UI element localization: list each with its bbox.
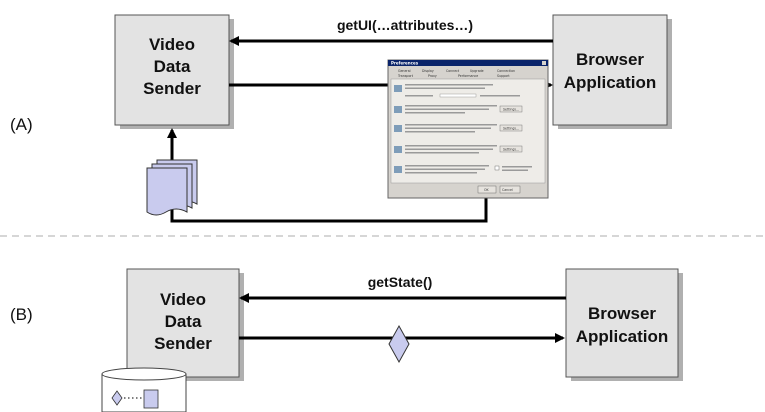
section-a-label: (A) <box>10 115 33 134</box>
dialog-sound-icon <box>394 146 402 153</box>
dialog-checkbox <box>494 165 500 171</box>
dialog-tab-transport: Transport <box>397 74 414 78</box>
dialog-title-bar <box>388 60 548 66</box>
dialog-settings-label-1: Settings... <box>503 108 519 112</box>
dialog-tab-connect: Connect <box>446 69 460 73</box>
dialog-cancel-label: Cancel <box>502 188 513 192</box>
browser-b-line-2: Application <box>576 327 669 346</box>
dialog-tab-display: Display <box>422 69 434 73</box>
document-stack-icon <box>146 159 198 216</box>
getui-arrow-label: getUI(…attributes…) <box>337 17 473 33</box>
dialog-settings-button-2 <box>499 124 523 132</box>
dialog-ok-label: OK <box>484 188 490 192</box>
preferences-dialog: Preferences General Display Connect Upgr… <box>387 59 549 199</box>
dialog-tab-support: Support <box>497 74 510 78</box>
dialog-cancel-button <box>499 185 521 194</box>
dialog-cpu-icon <box>394 85 402 92</box>
dialog-ok-button <box>477 185 497 194</box>
dialog-cpu-slider <box>439 93 477 98</box>
sender-b-line-1: Video <box>160 290 206 309</box>
dialog-video-icon <box>394 166 402 173</box>
video-data-sender-box-a: Video Data Sender <box>114 14 234 129</box>
database-diamond-icon <box>111 390 123 406</box>
dialog-settings-button-3 <box>499 145 523 153</box>
database-cylinder-icon <box>101 367 187 412</box>
sender-b-line-3: Sender <box>154 334 212 353</box>
dialog-close-icon <box>542 61 546 65</box>
dialog-tab-proxy: Proxy <box>428 74 437 78</box>
dialog-cache-icon <box>394 106 402 113</box>
dialog-settings-button-1 <box>499 105 523 113</box>
sender-b-line-2: Data <box>165 312 202 331</box>
dialog-title: Preferences <box>391 61 419 66</box>
dialog-tab-general: General <box>398 69 411 73</box>
sender-a-line-1: Video <box>149 35 195 54</box>
dialog-tab-performance: Performance <box>458 74 478 78</box>
getstate-arrow-label: getState() <box>368 274 433 290</box>
sender-a-line-3: Sender <box>143 79 201 98</box>
state-diamond-icon <box>388 324 410 364</box>
dialog-tab-connection: Connection <box>497 69 515 73</box>
section-b-label: (B) <box>10 305 33 324</box>
dialog-settings-label-3: Settings... <box>503 148 519 152</box>
video-data-sender-box-b: Video Data Sender <box>126 268 244 381</box>
section-a: (A) Video Data Sender Browser Applicatio… <box>10 14 672 223</box>
dialog-settings-label-2: Settings... <box>503 127 519 131</box>
sender-a-line-2: Data <box>154 57 191 76</box>
dialog-playback-icon <box>394 125 402 132</box>
section-b: (B) Video Data Sender Browser Applicatio… <box>10 268 683 412</box>
dialog-tab-upgrade: Upgrade <box>470 69 484 73</box>
browser-a-line-1: Browser <box>576 50 644 69</box>
browser-a-line-2: Application <box>564 73 657 92</box>
browser-application-box-a: Browser Application <box>552 14 672 129</box>
browser-application-box-b: Browser Application <box>565 268 683 381</box>
browser-b-line-1: Browser <box>588 304 656 323</box>
